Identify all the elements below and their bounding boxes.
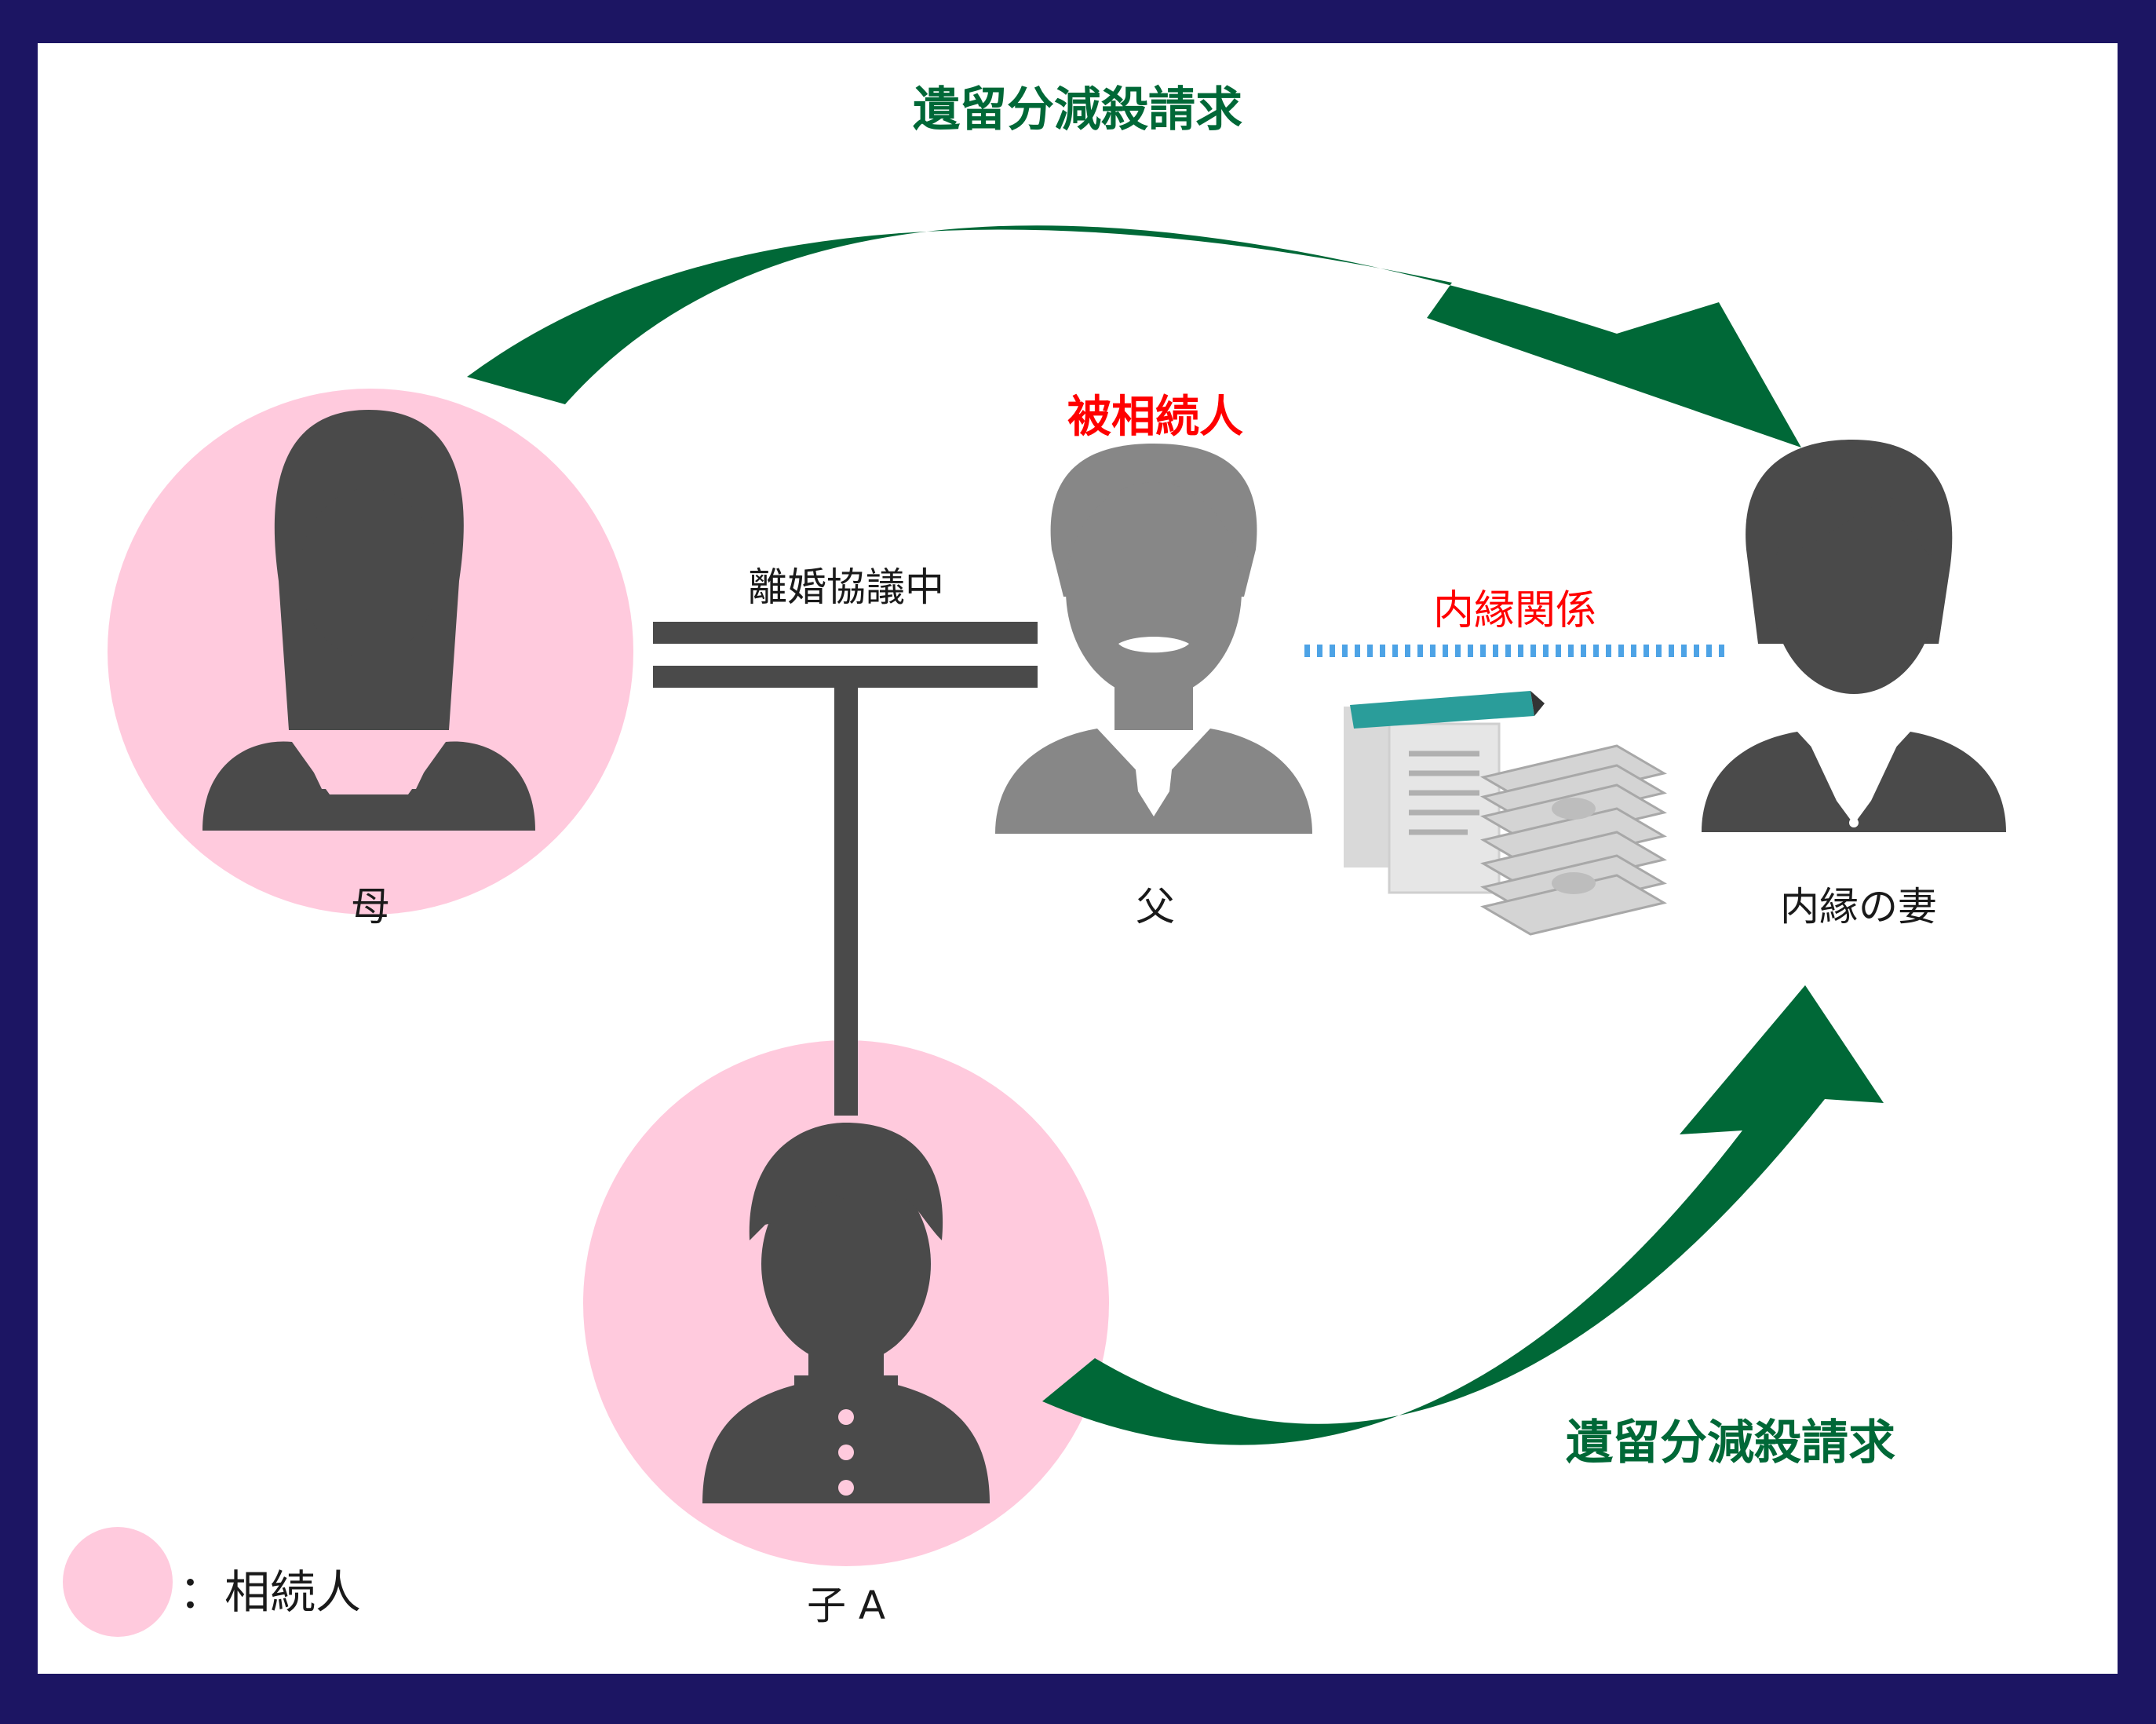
child-label: 子 A [807,1583,885,1628]
partner-label: 内縁の妻 [1780,884,1937,930]
uniform-buttons [838,1409,854,1496]
top-arrow-label: 遺留分減殺請求 [913,82,1242,137]
marriage-line-lower [653,666,1038,688]
woman-in-suit-icon [1702,440,2006,832]
documents-and-money-icon [1344,691,1668,936]
legend-label: ：相続人 [179,1565,361,1619]
common-law-label: 内縁関係 [1433,587,1596,634]
mother-label: 母 [351,884,390,930]
woman-silhouette-icon [202,410,535,831]
man-with-mustache-icon [995,444,1312,834]
top-inheritance-arrow [467,225,1801,447]
child-line [834,688,858,1116]
bottom-arrow-label: 遺留分減殺請求 [1566,1415,1895,1470]
father-label: 父 [1136,884,1175,930]
marriage-line-upper [653,622,1038,644]
divorce-connector [653,622,1038,1116]
pink-circle-icon [63,1527,173,1637]
divorce-label: 離婚協議中 [748,564,944,610]
decedent-tag: 被相続人 [1067,392,1243,443]
bottom-inheritance-arrow [1042,985,1884,1445]
boy-in-school-uniform-icon [702,1123,990,1503]
